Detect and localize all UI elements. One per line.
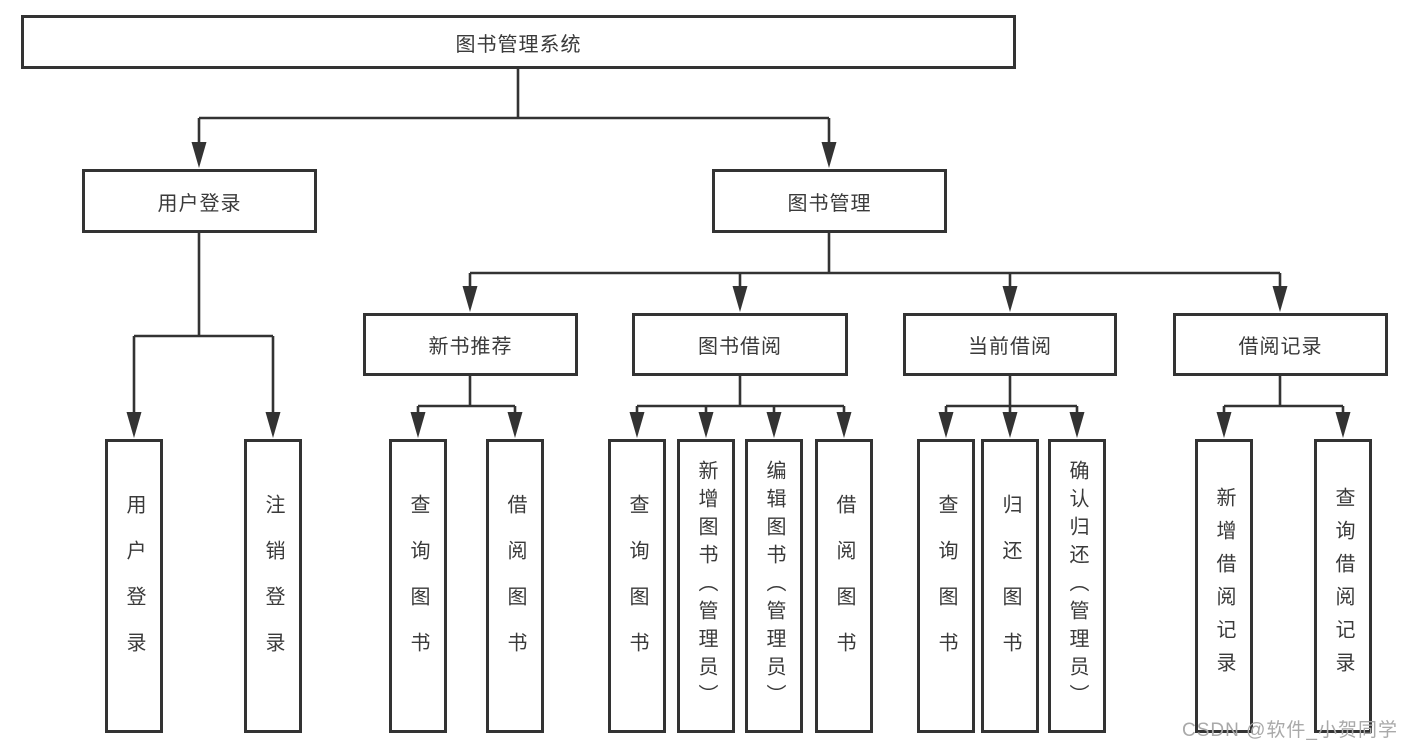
leaf-confirm-return-admin: 确认归还（管理员） (1048, 439, 1106, 733)
leaf-add-books-admin: 新增图书（管理员） (677, 439, 735, 733)
leaf-user-login: 用户登录 (105, 439, 163, 733)
leaf-add-borrow-record: 新增借阅记录 (1195, 439, 1253, 733)
leaf-borrow-books: 借阅图书 (815, 439, 873, 733)
leaf-edit-books-admin: 编辑图书（管理员） (745, 439, 803, 733)
leaf-logout: 注销登录 (244, 439, 302, 733)
leaf-return-books: 归还图书 (981, 439, 1039, 733)
leaf-borrow-books-recommend: 借阅图书 (486, 439, 544, 733)
node-book-management: 图书管理 (712, 169, 947, 233)
leaf-query-books-borrow: 查询图书 (608, 439, 666, 733)
node-borrowing-records: 借阅记录 (1173, 313, 1388, 376)
node-book-borrowing: 图书借阅 (632, 313, 848, 376)
node-new-book-recommendation: 新书推荐 (363, 313, 578, 376)
node-library-management-system: 图书管理系统 (21, 15, 1016, 69)
leaf-query-borrow-record: 查询借阅记录 (1314, 439, 1372, 733)
node-current-borrowing: 当前借阅 (903, 313, 1117, 376)
leaf-query-books-recommend: 查询图书 (389, 439, 447, 733)
node-user-login: 用户登录 (82, 169, 317, 233)
csdn-watermark: CSDN @软件_小贺同学 (1182, 720, 1398, 741)
leaf-query-books-current: 查询图书 (917, 439, 975, 733)
